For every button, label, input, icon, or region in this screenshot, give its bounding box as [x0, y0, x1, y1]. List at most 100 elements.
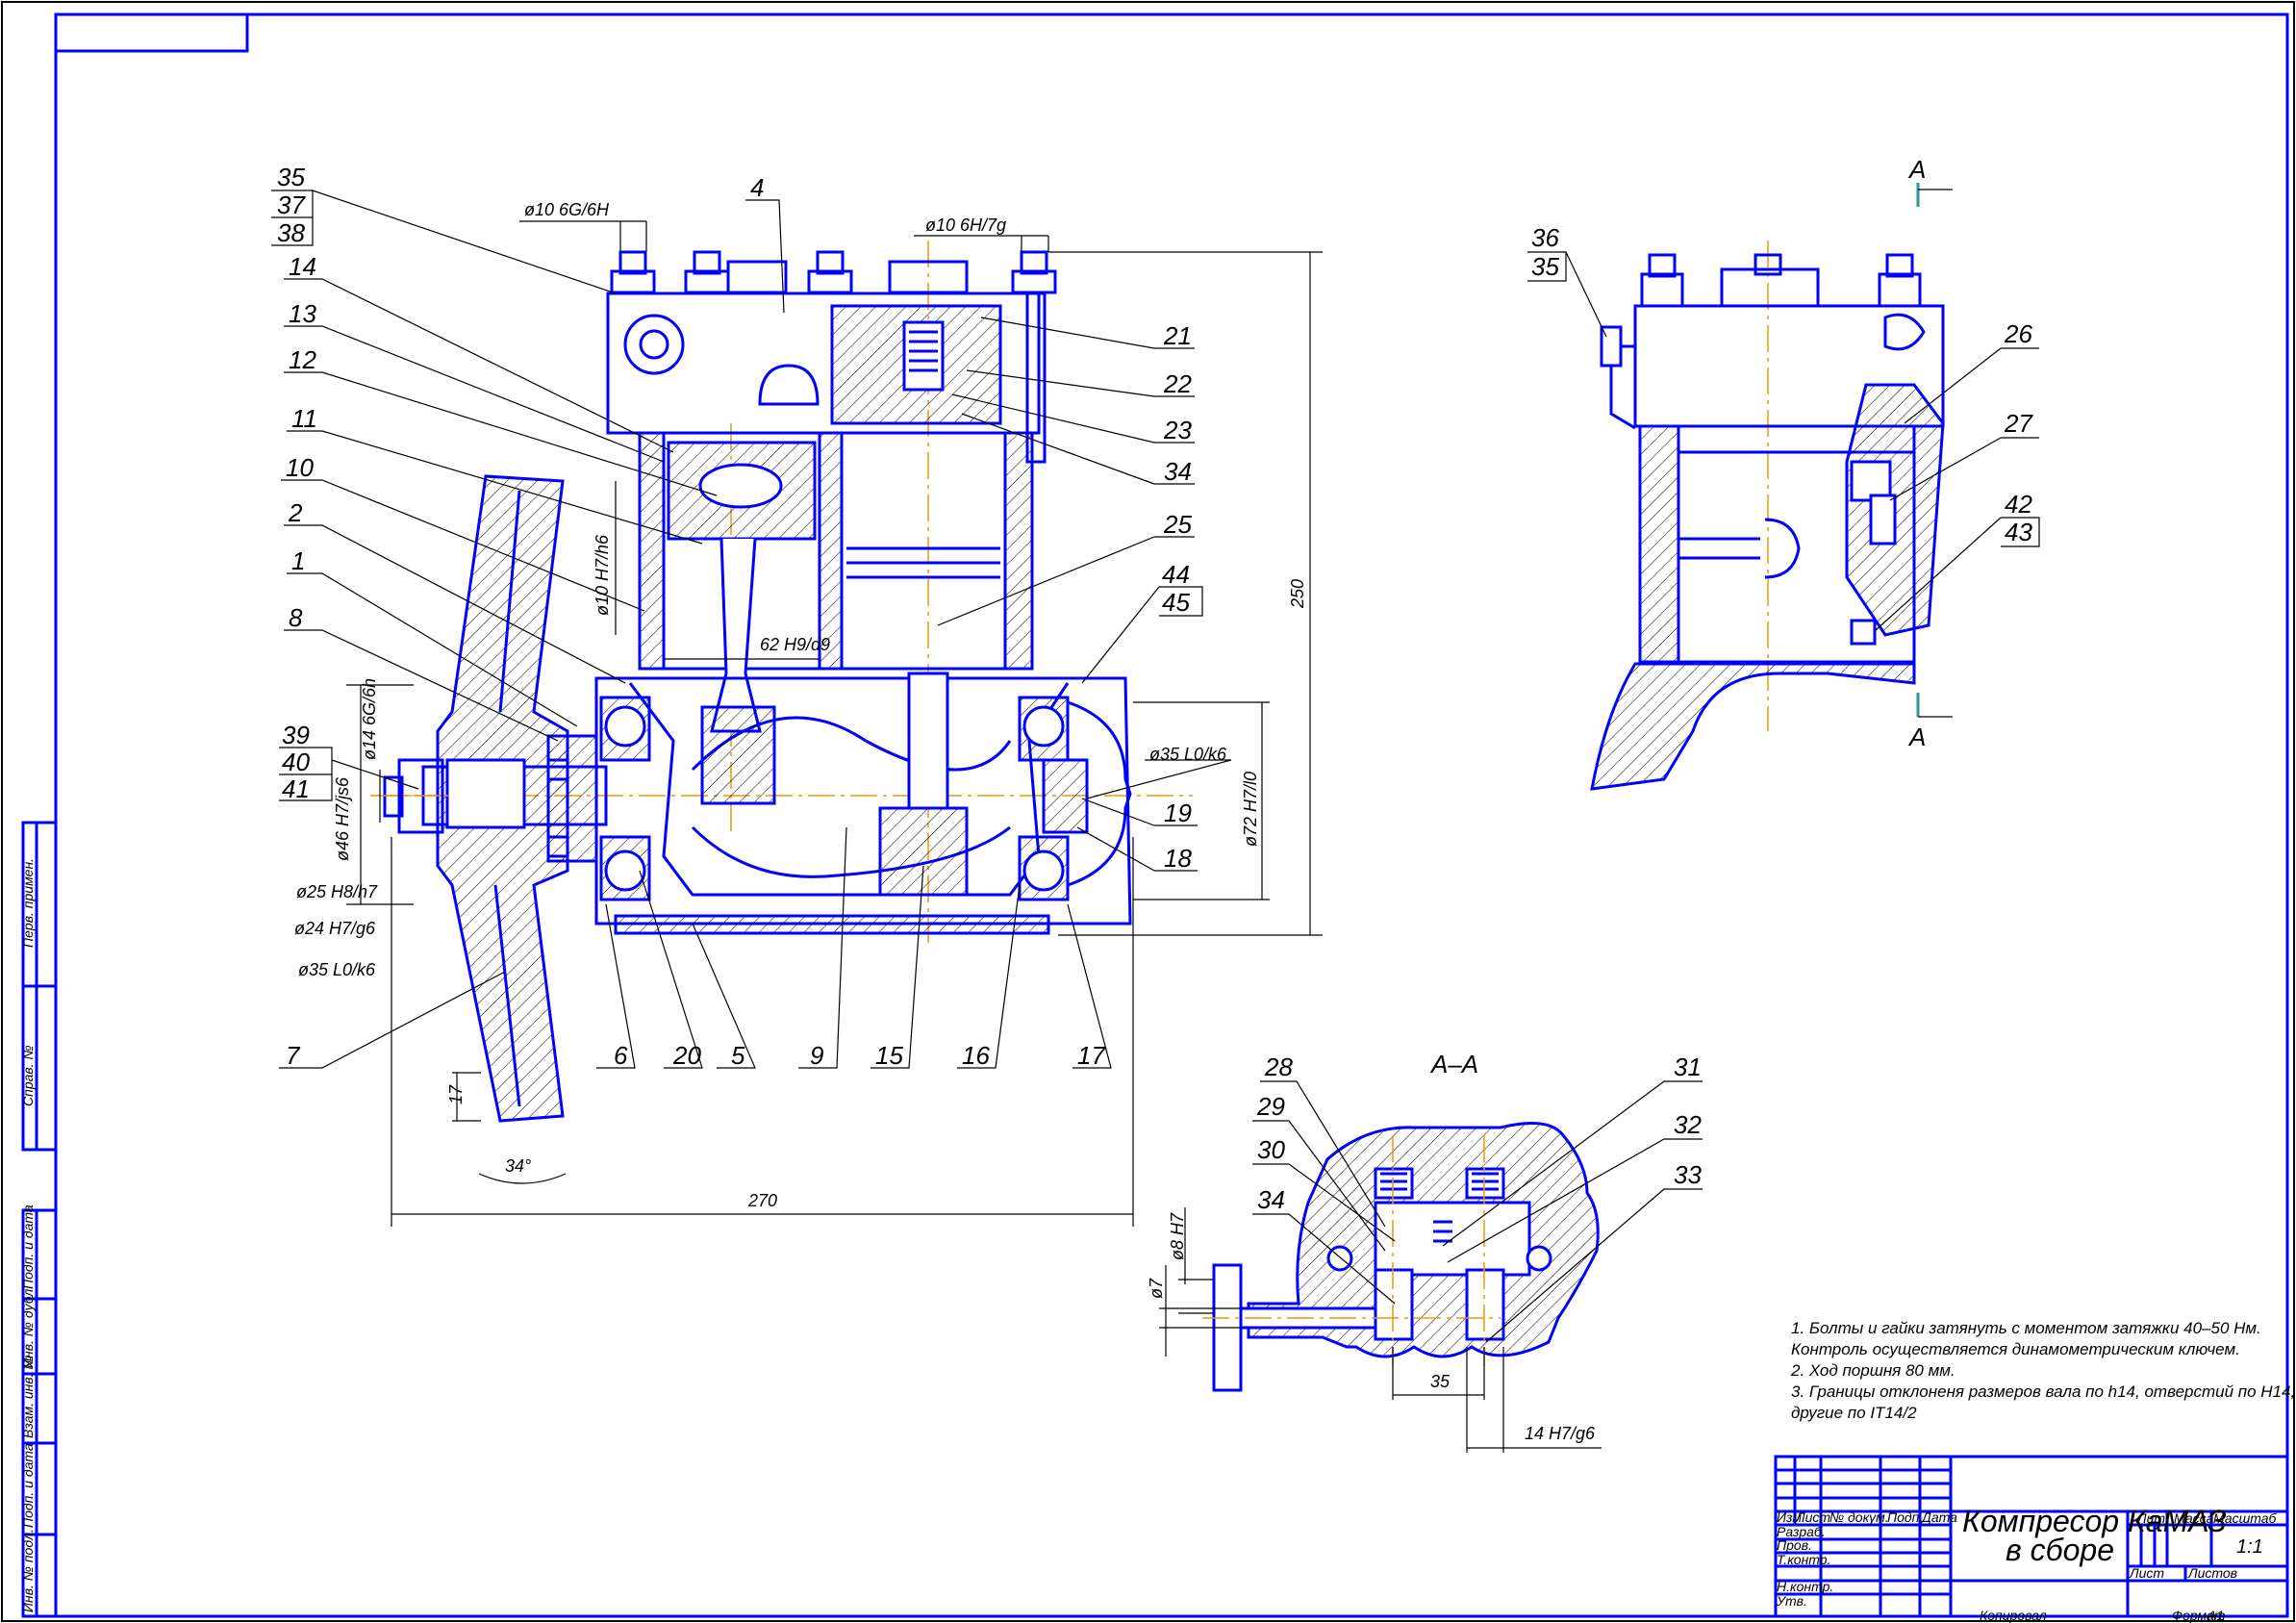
- dim-d7: ø7: [1147, 1278, 1166, 1299]
- pos-22: 22: [1163, 369, 1192, 398]
- crankpin: [700, 705, 776, 805]
- tb-sheet: Лист: [2129, 1565, 2164, 1581]
- cylinder-wall-right: [1003, 431, 1034, 671]
- stamp-perv-primen: Перв. примен.: [20, 858, 36, 948]
- pos-2: 2: [288, 498, 303, 527]
- pos-26: 26: [2004, 319, 2032, 348]
- tb-doc-no: № докум.: [1829, 1509, 1889, 1525]
- tb-prov: Пров.: [1777, 1537, 1812, 1553]
- dim-angle-34: 34°: [505, 1156, 531, 1176]
- title-block: Изм. Лист № докум. Подп. Дата Разраб. Пр…: [1774, 1455, 2289, 1623]
- section-title: A–A: [1429, 1050, 1478, 1078]
- dim-14-h7g6: 14 H7/g6: [1525, 1424, 1596, 1443]
- pos-42: 42: [2005, 490, 2032, 519]
- tb-sign: Подп.: [1887, 1509, 1923, 1525]
- dim-270: 270: [747, 1191, 777, 1210]
- main-section-view: [370, 241, 1193, 1123]
- note-3: 3. Границы отклоненя размеров вала по h1…: [1791, 1382, 2295, 1401]
- pos-5: 5: [731, 1041, 745, 1070]
- tb-mass: Масса: [2174, 1510, 2214, 1526]
- stamp-inv-dubl: Инв. № дубл.: [20, 1285, 36, 1368]
- stamp-podp-data-2: Подп. и дата: [20, 1443, 36, 1528]
- pos-8: 8: [289, 603, 303, 632]
- pos-4: 4: [750, 173, 764, 202]
- drawing-title-line2: в сборе: [2006, 1533, 2114, 1567]
- tb-date: Дата: [1920, 1509, 1957, 1525]
- pos-43: 43: [2005, 518, 2032, 546]
- pos-20: 20: [672, 1041, 701, 1070]
- technical-notes: 1. Болты и гайки затянуть с моментом зат…: [1790, 1319, 2295, 1422]
- dim-d25-h8h7: ø25 H8/h7: [296, 882, 378, 901]
- dim-d14-6g6h: ø14 6G/6h: [360, 678, 379, 760]
- pos-40: 40: [282, 748, 310, 776]
- cylinder-wall-middle: [818, 431, 844, 671]
- pos-30: 30: [1257, 1135, 1285, 1164]
- dim-d10-6g6h: ø10 6G/6H: [524, 200, 610, 219]
- section-labels: 28 29 30 34 31 32 33 ø8 H7 ø7 35 14 H7/g…: [1147, 1052, 1702, 1443]
- dim-d10-6h7g: ø10 6H/7g: [925, 216, 1006, 235]
- section-mark-top: A: [1907, 155, 1926, 184]
- note-3-cont: другие по IT14/2: [1791, 1404, 1917, 1422]
- bottom-cover: [614, 914, 1050, 935]
- pos-37: 37: [277, 190, 306, 219]
- cylinder-wall-left: [638, 431, 666, 671]
- pos-21: 21: [1163, 321, 1192, 350]
- pos-33: 33: [1674, 1160, 1702, 1189]
- pos-38: 38: [277, 218, 305, 247]
- pos-34: 34: [1164, 457, 1192, 486]
- pos-23: 23: [1163, 416, 1192, 444]
- bearings: [599, 696, 1132, 901]
- pos-31: 31: [1674, 1052, 1702, 1081]
- pos-16: 16: [962, 1041, 990, 1070]
- connecting-rod: [710, 538, 762, 733]
- dim-d8-h7: ø8 H7: [1168, 1212, 1187, 1260]
- dimension-lines: [346, 220, 1323, 1227]
- pos-12: 12: [289, 345, 316, 374]
- drawing-frame: [54, 13, 2289, 1618]
- pos-17: 17: [1077, 1041, 1106, 1070]
- pos-15: 15: [875, 1041, 903, 1070]
- pos-45: 45: [1162, 588, 1190, 617]
- tb-format-label: Формат: [2172, 1608, 2226, 1623]
- main-position-labels: 35 37 38 14 13 12 11 10 2 1 8 39 40 41 7…: [277, 163, 1192, 1070]
- pos-29: 29: [1256, 1092, 1285, 1121]
- dim-d10-h7h6: ø10 H7/h6: [593, 534, 612, 616]
- dim-d24-h7g6: ø24 H7/g6: [294, 919, 376, 938]
- pos-14: 14: [289, 252, 316, 281]
- section-a-a: A–A: [1202, 1050, 1600, 1392]
- pos-44: 44: [1162, 560, 1190, 589]
- top-corner-stamp: [54, 13, 249, 53]
- note-1: 1. Болты и гайки затянуть с моментом зат…: [1791, 1319, 2261, 1337]
- tb-tkontr: Т.контр.: [1777, 1552, 1830, 1567]
- note-2: 2. Ход поршня 80 мм.: [1790, 1361, 1955, 1380]
- pos-27: 27: [2004, 409, 2033, 438]
- tb-sheets: Листов: [2187, 1565, 2237, 1581]
- main-dimension-labels: ø10 6G/6H ø10 6H/7g 250 ø10 H7/h6 62 H9/…: [294, 200, 1307, 1210]
- tb-izm: Изм.: [1777, 1509, 1805, 1525]
- shaft-nut: [397, 758, 444, 834]
- tb-copied: Копировал: [1980, 1608, 2047, 1623]
- pos-7: 7: [286, 1041, 301, 1070]
- stamp-inv-podl: Инв. № подл.: [20, 1529, 36, 1612]
- side-crankcase: [1590, 662, 1916, 791]
- stamp-vzam-inv: Взам. инв. №: [20, 1355, 36, 1438]
- pos-41: 41: [282, 774, 310, 803]
- side-position-labels: 36 35 26 27 42 43: [1531, 223, 2033, 546]
- pos-19: 19: [1164, 799, 1192, 827]
- dim-d72-h7l0: ø72 H7/l0: [1241, 772, 1260, 847]
- dim-62-h9d9: 62 H9/d9: [760, 635, 830, 654]
- side-view: A A: [1590, 155, 1953, 791]
- pos-39: 39: [282, 721, 310, 749]
- pos-35: 35: [277, 163, 305, 191]
- pos-11: 11: [291, 404, 317, 433]
- dim-d46-h7js6: ø46 H7/js6: [333, 776, 352, 861]
- tb-format-value: A1: [2207, 1608, 2224, 1623]
- pos-section-34: 34: [1257, 1185, 1285, 1214]
- stamp-podp-data-1: Подп. и дата: [20, 1205, 36, 1289]
- head-eye: [623, 314, 685, 375]
- side-stamp: Перв. примен. Справ. № Подп. и дата Инв.…: [20, 821, 58, 1618]
- head-nuts: [610, 250, 1057, 464]
- tb-scale-value: 1:1: [2236, 1536, 2263, 1558]
